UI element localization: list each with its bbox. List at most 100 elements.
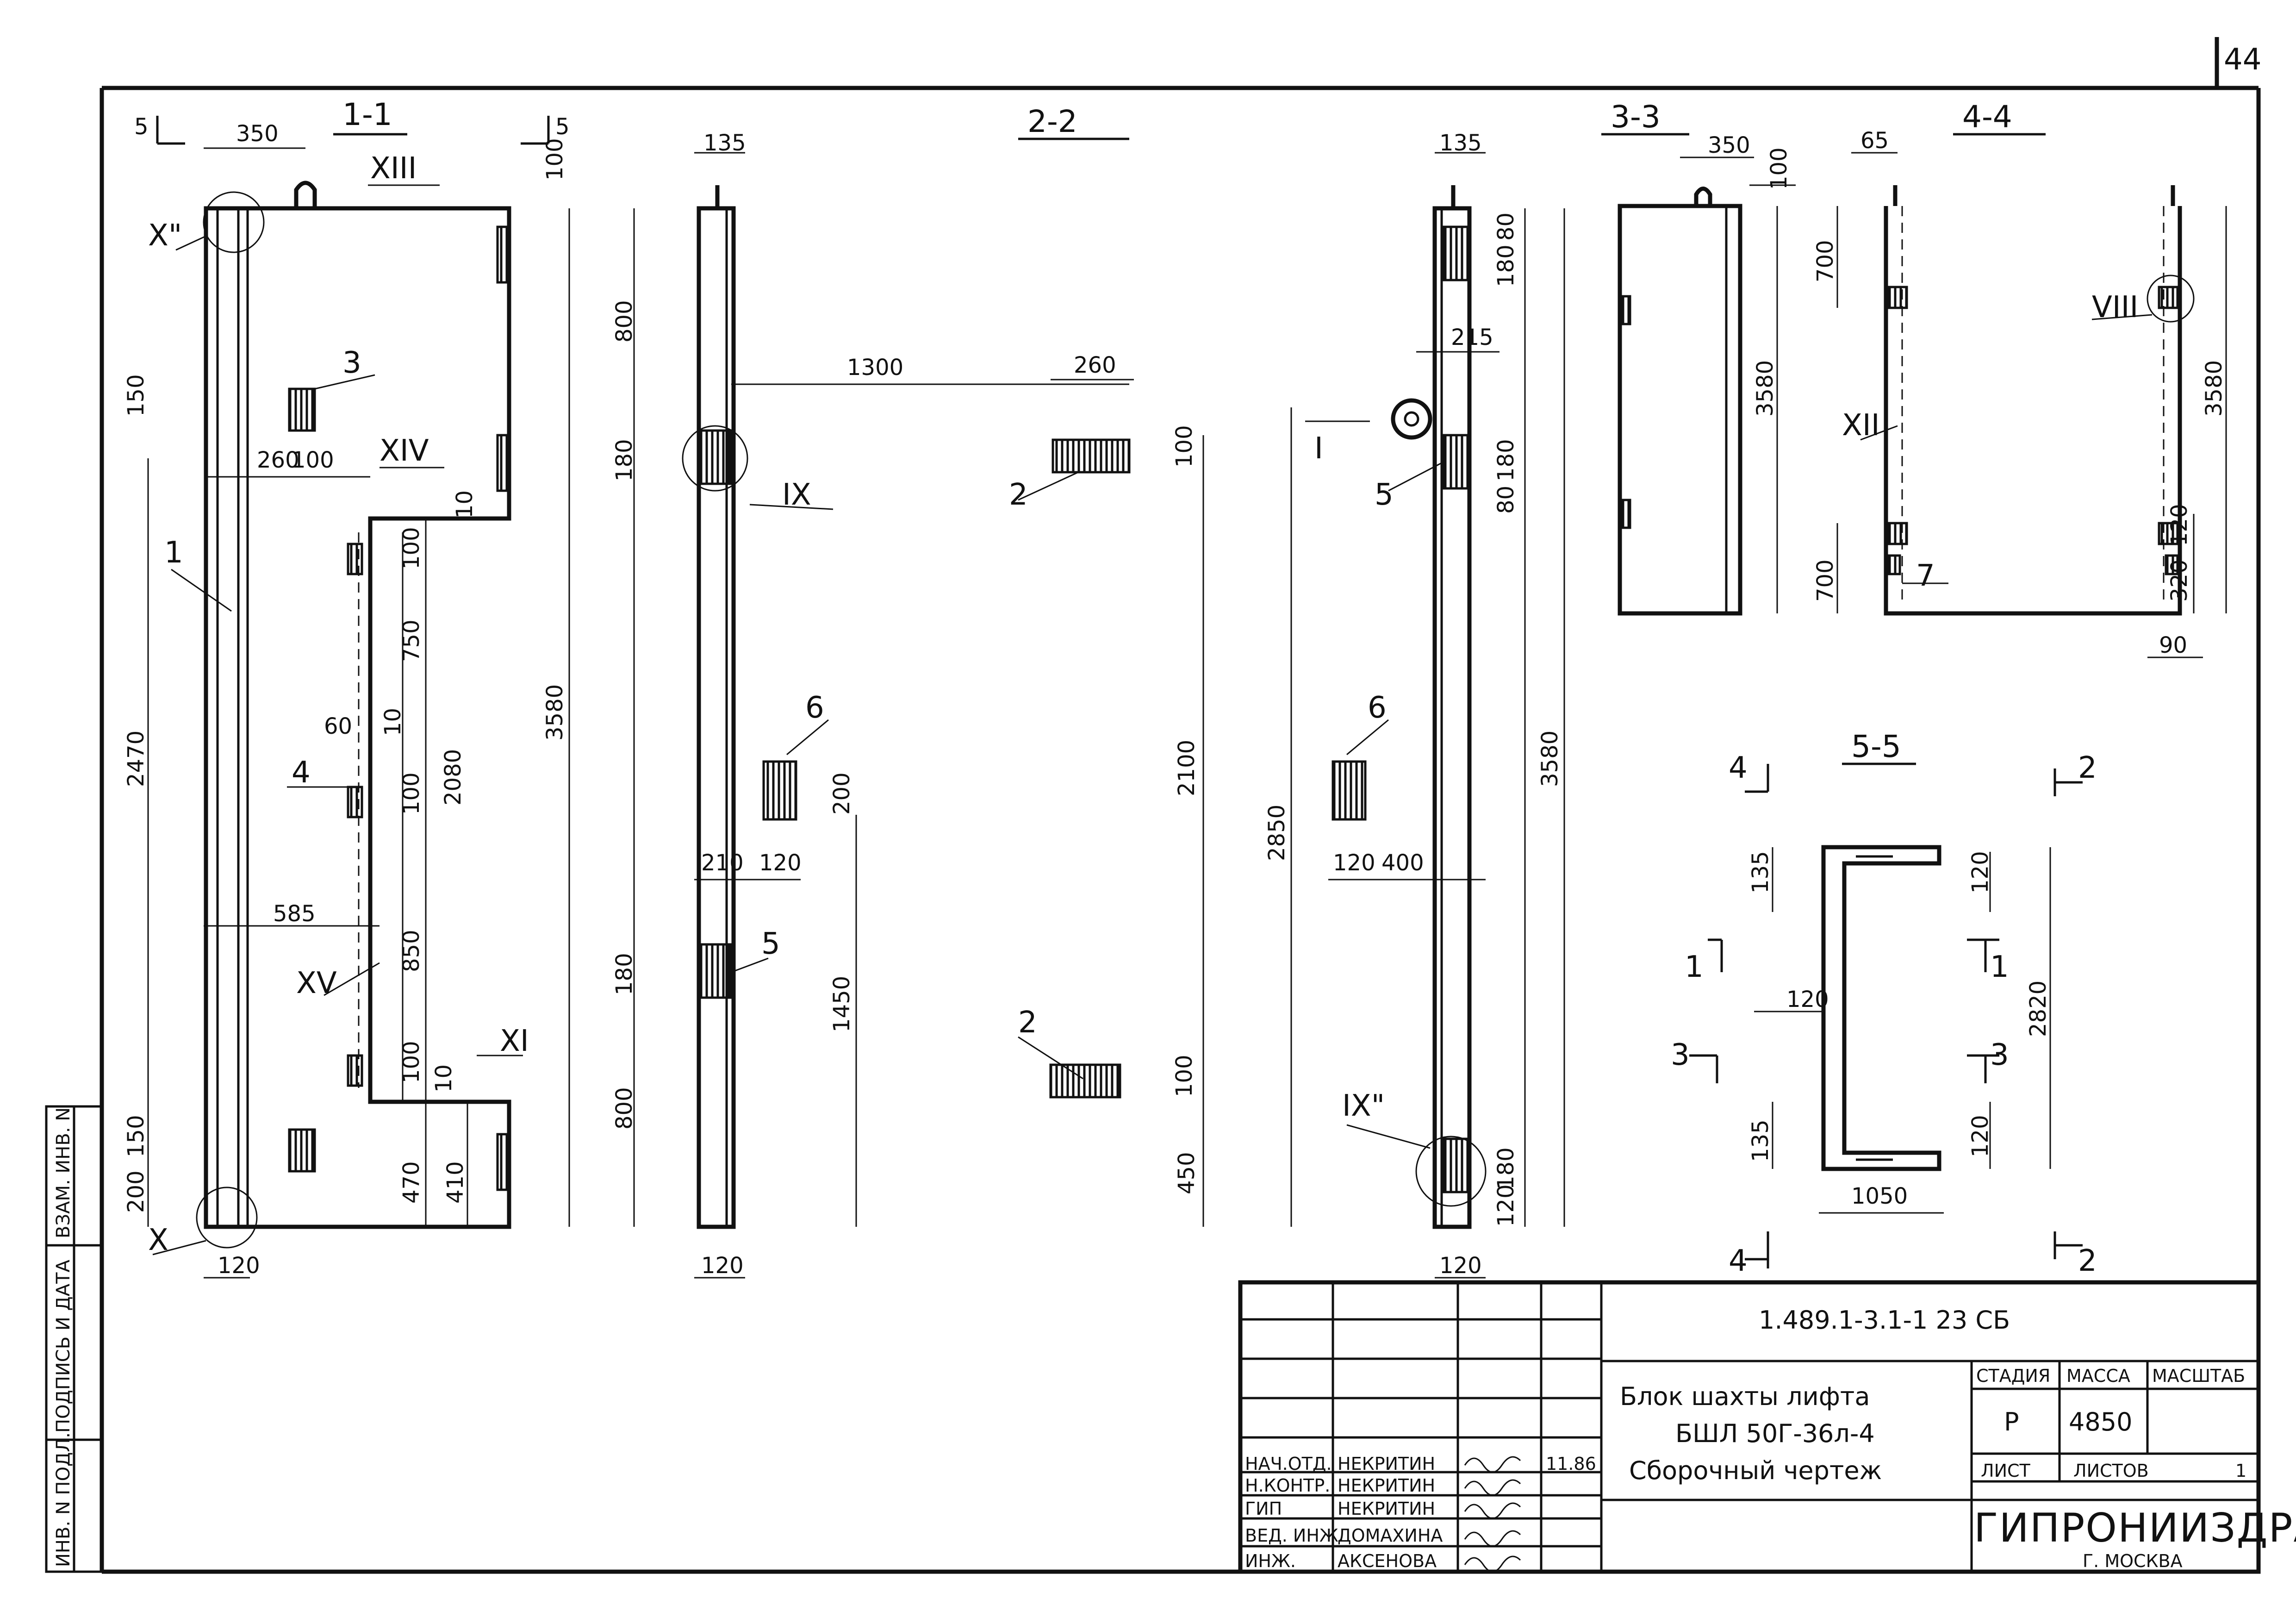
document-code: 1.489.1-3.1-1 23 СБ [1759,1305,2010,1335]
dim: 2470 [123,731,149,787]
page-number: 44 [2224,43,2261,77]
mass-label: МАССА [2066,1366,2130,1386]
dim: 60 [324,713,352,739]
sheet-label: ЛИСТ [1981,1461,2031,1481]
dim: 100 [1171,425,1197,468]
section-4-4: 4-4 [1836,99,2227,658]
mark-4-bottom: 4 [1729,1244,1748,1278]
callout-xii: XII [1842,408,1880,443]
position-2-bottom: 2 [1018,1006,1037,1040]
dim: 120 [218,1253,260,1279]
dim: 2080 [440,749,466,806]
dim: 100 [542,138,568,181]
drawing-title-3: Сборочный чертеж [1629,1456,1882,1485]
dim: 470 [398,1161,424,1204]
dim: 2850 [1264,805,1290,861]
dim: 135 [703,130,746,156]
approval-date: 11.86 [1546,1454,1596,1474]
callout-x-top: X" [148,219,182,253]
role-0: НАЧ.ОТД. [1245,1454,1332,1474]
dim: 410 [442,1161,468,1204]
role-2: ГИП [1245,1499,1282,1519]
section-3-3-outline [1618,204,1742,616]
position-7: 7 [1916,559,1935,593]
dim: 1450 [829,976,855,1032]
position-4: 4 [292,756,311,790]
section-2-2-title: 2-2 [1027,104,1077,139]
section-5-5-outline [1821,845,1941,1171]
position-5-right: 5 [1375,478,1394,512]
role-1: Н.КОНТР. [1245,1475,1330,1496]
callout-xi: XI [500,1024,529,1058]
callout-ix-bottom: IX" [1342,1089,1385,1123]
dim: 120 [759,850,802,876]
dim: 850 [398,930,424,972]
dim: 3580 [542,684,568,741]
section-5-5: 5-5 4 2 1 1 3 3 4 2 [1671,729,2097,1278]
section-5-5-dims: 135 120 120 2820 135 120 1050 [1748,851,2051,1209]
dim: 320 [2166,559,2192,602]
dim: 120 [1439,1253,1482,1279]
role-3: ВЕД. ИНЖ. [1245,1525,1344,1546]
dim: 3580 [2201,360,2227,417]
mark-1-left: 1 [1685,950,1704,984]
dim: 800 [611,1087,637,1130]
dim: 180 [1493,244,1519,287]
dim: 100 [398,1041,424,1083]
dim: 180 [1493,439,1519,481]
dim: 120 [701,1253,744,1279]
section-2-2-labels: IX I IX" 2 2 5 5 6 6 [761,431,1394,1123]
dim: 350 [1708,132,1750,158]
mark-3-right: 3 [1990,1038,2009,1072]
position-2-top: 2 [1009,478,1028,512]
callout-i: I [1314,431,1323,466]
section-4-4-outline [1884,206,2182,616]
dim: 120 [1333,850,1375,876]
section-3-3: 3-3 [1601,99,1796,616]
mark-2-bottom: 2 [2078,1244,2097,1278]
section-3-3-title: 3-3 [1611,99,1661,135]
dim: 3580 [1752,360,1778,417]
section-1-1-dims: 350 100 150 260 100 2470 10 100 750 60 1… [123,121,568,1279]
dim: 100 [398,772,424,815]
stamp-signature-date: ПОДПИСЬ И ДАТА [53,1259,74,1433]
name-1: НЕКРИТИН [1338,1475,1435,1496]
name-3: ДОМАХИНА [1338,1525,1443,1546]
dim: 180 [611,953,637,995]
dim: 90 [2159,632,2187,658]
dim: 120 [1493,1184,1519,1227]
signature [1464,1502,1521,1519]
section-1-1-title: 1-1 [342,97,392,132]
sheets-label: ЛИСТОВ [2073,1461,2149,1481]
position-1: 1 [164,536,183,570]
drawing-title-1: Блок шахты лифта [1620,1382,1870,1411]
position-6-left: 6 [805,691,824,725]
dim: 100 [1171,1055,1197,1097]
callout-viii: VIII [2092,290,2138,325]
callout-xv: XV [296,966,337,1000]
mark-3-left: 3 [1671,1038,1690,1072]
dim: 3580 [1537,731,1563,787]
name-4: АКСЕНОВА [1338,1551,1437,1571]
dim: 10 [380,708,406,736]
organization-name: ГИПРОНИИЗДРАВ [1974,1505,2296,1551]
section-5-5-title: 5-5 [1851,729,1901,764]
dim: 10 [431,1064,457,1093]
signature [1464,1456,1521,1473]
dim: 150 [123,1115,149,1157]
mark-5-left: 5 [134,114,149,140]
dim: 180 [611,439,637,481]
position-6-right: 6 [1368,691,1387,725]
dim: 750 [398,619,424,662]
callout-xiv: XIV [380,434,429,468]
section-2-2: 2-2 [633,104,1565,1279]
dim: 1300 [847,355,903,381]
dim: 260 [257,447,299,473]
dim: 1050 [1851,1183,1908,1209]
mark-1-right: 1 [1990,950,2009,984]
signature [1464,1555,1521,1573]
dim: 120 [1786,987,1829,1012]
section-2-2-dims: 135 800 180 1300 260 100 2100 210 120 20… [611,130,1563,1279]
organization-city: Г. МОСКВА [2083,1551,2183,1571]
